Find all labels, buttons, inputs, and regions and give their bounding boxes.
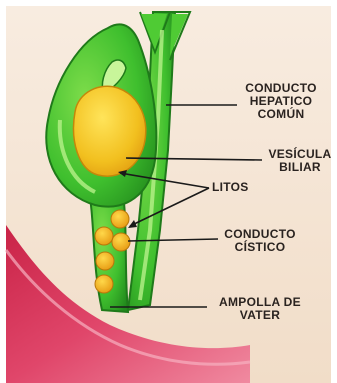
small-stone-1: [111, 210, 129, 228]
label-cystic-duct-line2: CÍSTICO: [220, 241, 300, 254]
label-gallbladder: VESÍCULA BILIAR: [264, 148, 336, 174]
label-hepatic-duct-line3: COMÚN: [240, 108, 322, 121]
label-stones-line1: LITOS: [212, 181, 258, 194]
label-ampulla-line2: VATER: [210, 309, 310, 322]
label-cystic-duct: CONDUCTO CÍSTICO: [220, 228, 300, 254]
large-gallstone: [74, 86, 146, 176]
label-stones: LITOS: [212, 181, 258, 194]
label-gallbladder-line2: BILIAR: [264, 161, 336, 174]
small-stone-2: [95, 227, 113, 245]
small-stone-3: [112, 233, 130, 251]
label-ampulla: AMPOLLA DE VATER: [210, 296, 310, 322]
label-hepatic-duct: CONDUCTO HEPATICO COMÚN: [240, 82, 322, 121]
small-stone-4: [96, 252, 114, 270]
small-stone-5: [95, 275, 113, 293]
